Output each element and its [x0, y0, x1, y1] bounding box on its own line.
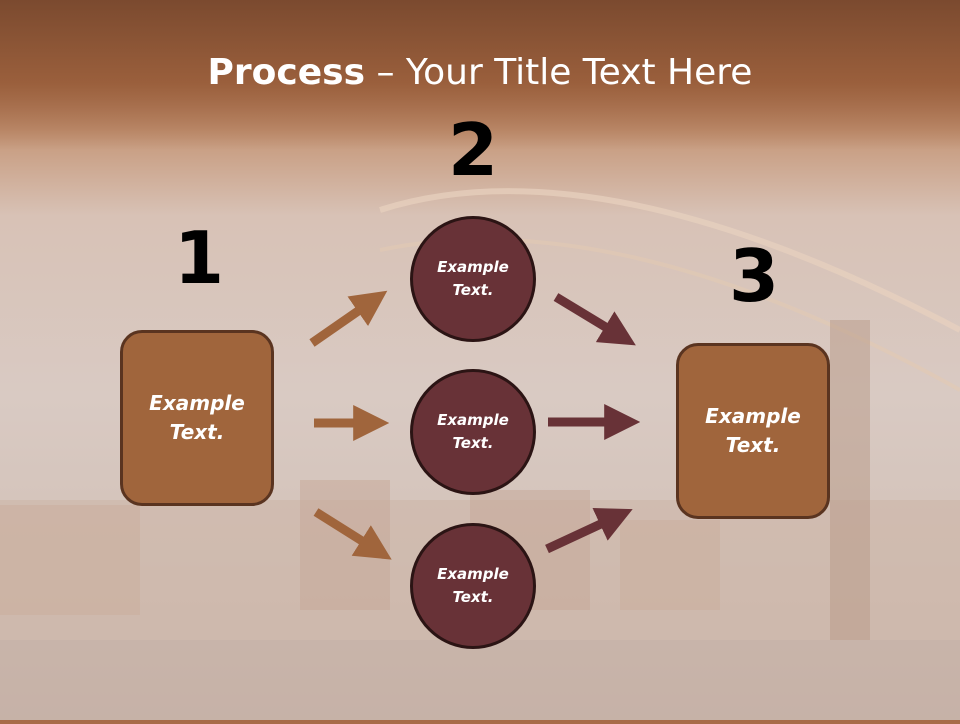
step-number-3: 3 — [728, 234, 780, 318]
title-band — [0, 0, 960, 150]
right-box-line1: Example — [705, 404, 801, 428]
title-rest: – Your Title Text Here — [365, 52, 753, 93]
top-circle-line2: Text. — [452, 281, 494, 299]
left-box-line1: Example — [149, 391, 245, 415]
step-number-1: 1 — [173, 216, 225, 300]
bottom-circle-line1: Example — [437, 565, 509, 583]
top-circle: Example Text. — [410, 216, 536, 342]
arrow-top-circle-to-box — [553, 293, 636, 346]
arrow-box-to-bottom-circle — [313, 508, 392, 560]
left-process-box: Example Text. — [120, 330, 274, 506]
left-box-line2: Text. — [169, 420, 225, 444]
right-process-box: Example Text. — [676, 343, 830, 519]
middle-circle-line1: Example — [437, 411, 509, 429]
arrow-box-to-top-circle — [309, 290, 388, 347]
middle-circle: Example Text. — [410, 369, 536, 495]
bottom-circle: Example Text. — [410, 523, 536, 649]
step-number-2: 2 — [447, 108, 499, 192]
top-circle-line1: Example — [437, 258, 509, 276]
right-box-line2: Text. — [725, 433, 781, 457]
slide-title: Process – Your Title Text Here — [0, 52, 960, 93]
bottom-circle-line2: Text. — [452, 588, 494, 606]
arrow-bottom-circle-to-box — [545, 508, 633, 554]
title-bold: Process — [207, 52, 366, 93]
middle-circle-line2: Text. — [452, 434, 494, 452]
